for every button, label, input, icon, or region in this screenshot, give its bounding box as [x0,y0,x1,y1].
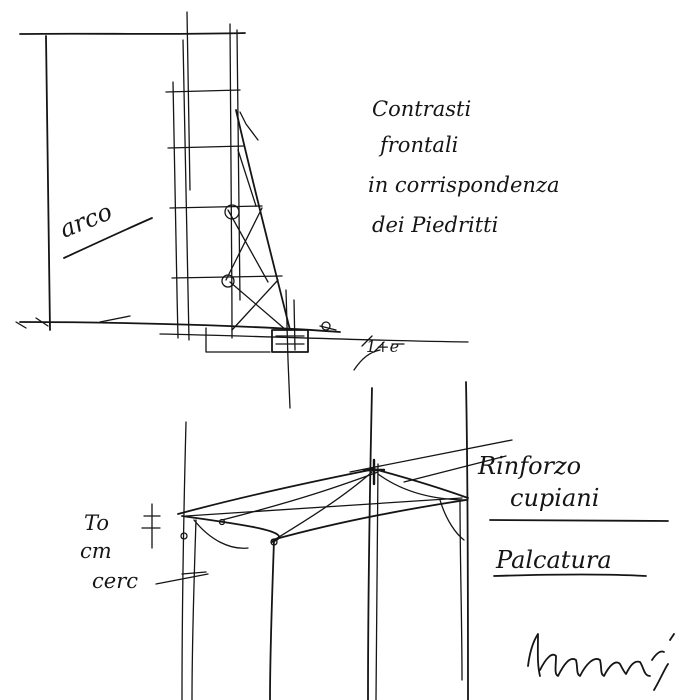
top-cross-mark [362,458,386,486]
roof-diagonal-2 [221,471,379,521]
column-vertical-4 [229,23,233,339]
knot-left [180,532,188,540]
dimension-curve [353,349,381,371]
tower-brace-3 [229,281,287,331]
arch-label: arco [56,197,116,243]
note-line-2: frontali [378,133,458,157]
knot-mid [218,518,226,526]
joint-circle-2 [221,274,235,288]
rung-3 [169,205,263,209]
note-line-3: in corrispondenza [368,173,559,197]
roof-rise-line-2 [403,455,507,483]
ground-tick-left [15,317,49,329]
rung-2 [167,145,245,149]
tower-inner-edge [239,111,259,141]
upright-left-inner [191,519,197,700]
tower-brace-5 [237,149,257,207]
left-note-underline [155,573,209,585]
upright-left [181,421,187,700]
column-vertical-2 [182,39,190,341]
roof-diagonal-4 [377,473,469,501]
right-note-line-1: Rinforzo [477,452,581,480]
column-vertical-5 [236,29,241,301]
dimension-marks [361,335,405,353]
upright-mid-2 [375,463,379,700]
left-note-line-3: cerc [92,569,138,593]
base-stem [285,289,296,409]
upright-right-inner [459,499,463,681]
knot-front [270,538,278,546]
arch-label-underline [63,217,153,259]
right-note-line-3: Palcatura [495,546,612,574]
tie-right [439,499,465,541]
joint-circle-1 [224,204,240,220]
left-side-note: To cm cerc [80,511,209,593]
ground-line-right [159,333,469,343]
column-vertical-1 [172,81,179,339]
divider-line-right [489,519,669,522]
signature [527,633,675,691]
upright-right [465,381,469,700]
signature-mark [527,633,675,691]
base-footing [271,329,309,353]
note-line-1: Contrasti [372,97,471,121]
dimension-label: 1+e [366,337,399,356]
roof-diagonal-1 [185,497,463,517]
left-note-line-1: To [84,511,109,535]
tie-bottom-left [181,571,207,575]
tower-brace-4 [231,279,279,331]
section-mark-left [141,503,161,549]
top-right-note: Contrasti frontali in corrispondenza dei… [368,97,559,237]
right-lower-note: Rinforzo cupiani Palcatura [477,452,647,577]
left-note-line-2: cm [80,539,112,563]
roof-rise-line [349,439,513,473]
top-beam-line [19,32,246,35]
perspective-frame-sketch [141,381,669,700]
right-note-underline [493,573,647,577]
tower-elevation-sketch: arco 1+e [15,11,469,409]
tower-outer-edge [235,109,291,331]
upright-mid [367,387,373,700]
joint-circle-3 [321,321,331,331]
right-note-line-2: cupiani [510,484,599,512]
tower-brace-2 [225,207,263,281]
roof-left-edge [177,469,371,515]
note-line-4: dei Piedritti [372,213,498,237]
upright-front [269,539,275,700]
base-footing-inner [275,335,305,345]
tie-left [193,519,249,549]
base-left-block [205,327,271,353]
tower-brace-1 [227,209,269,283]
roof-diagonal-3 [273,471,373,541]
left-wall-line [45,35,51,331]
rung-1 [165,89,241,93]
column-vertical-3 [186,11,191,191]
